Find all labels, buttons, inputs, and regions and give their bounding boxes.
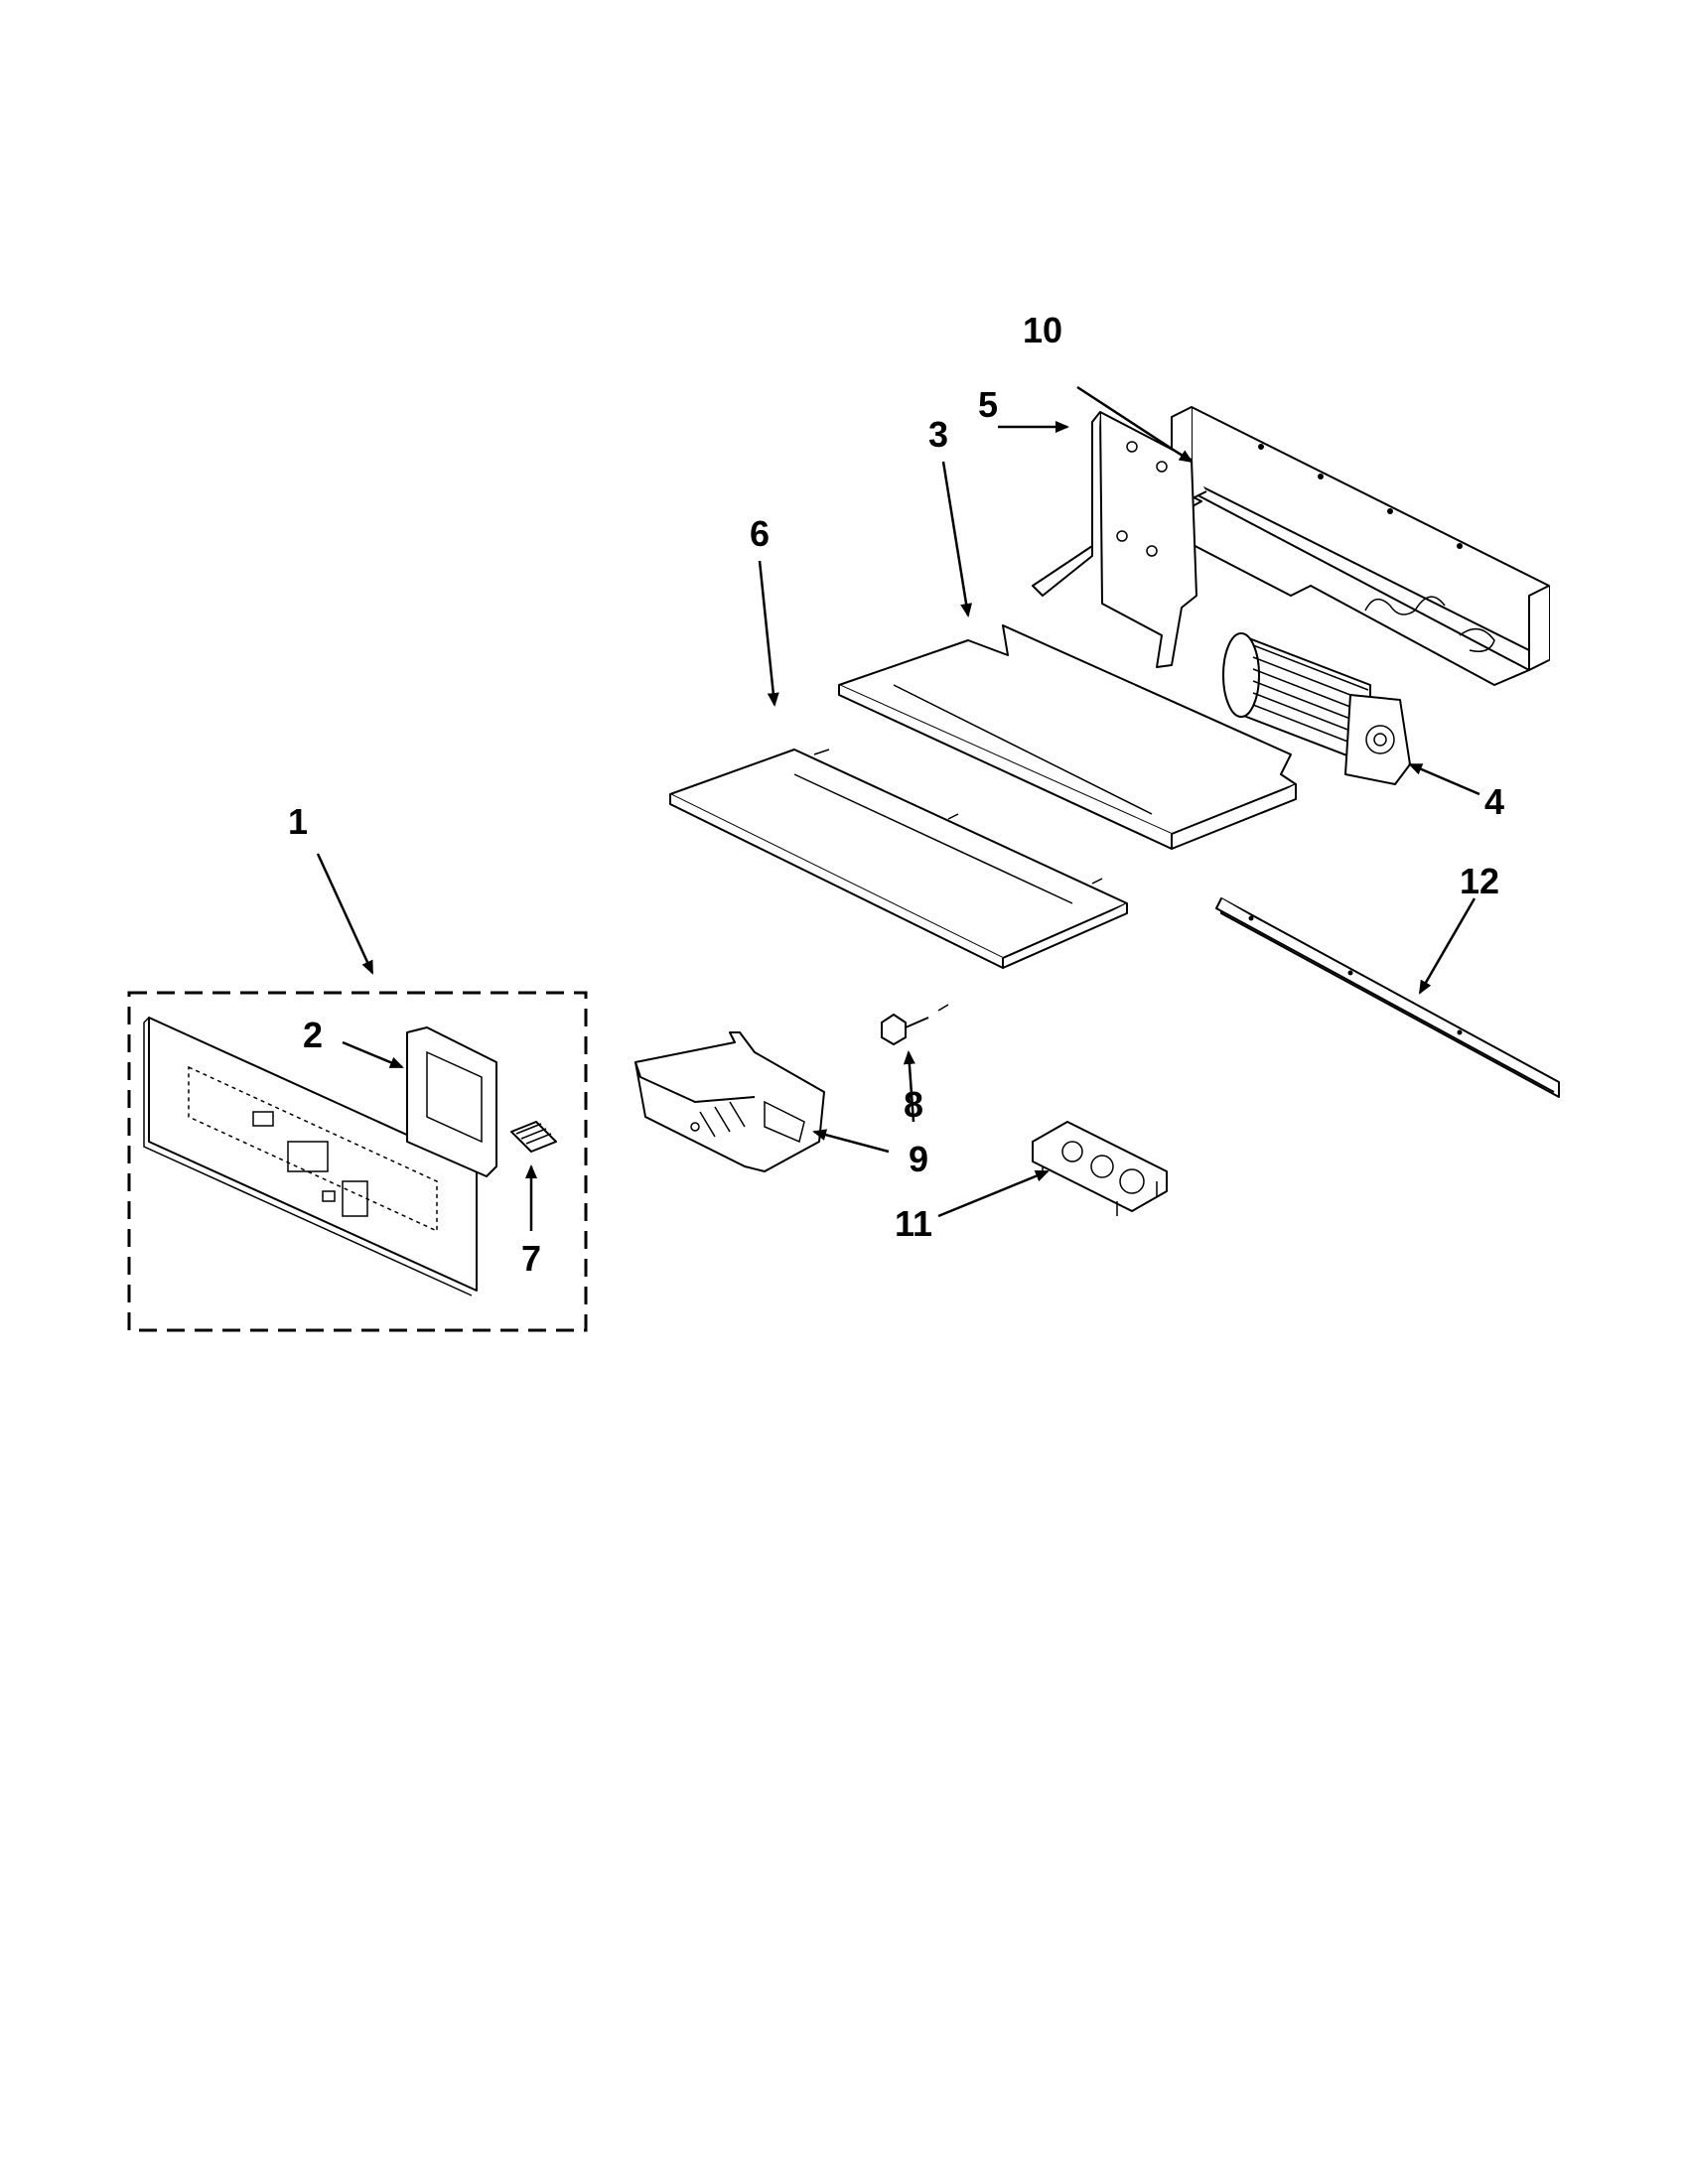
callout-8: 8	[904, 1084, 923, 1125]
part-5-bracket	[1032, 411, 1197, 668]
leader-11	[937, 1169, 1050, 1218]
part-10-bracket	[1156, 406, 1550, 686]
control-panel	[143, 1017, 478, 1297]
callout-5: 5	[978, 384, 998, 425]
part-6-panel	[669, 749, 1128, 969]
callout-12: 12	[1460, 861, 1499, 901]
leader-4	[1408, 762, 1480, 796]
callout-11: 11	[895, 1203, 932, 1244]
part-8-screw	[881, 1004, 949, 1045]
callout-2: 2	[303, 1015, 323, 1055]
part-7-connector	[510, 1121, 557, 1153]
leader-6	[758, 560, 779, 707]
leader-lines	[316, 385, 1480, 1231]
leader-12	[1418, 897, 1477, 995]
leader-9	[812, 1129, 890, 1154]
part-1-assembly-box	[127, 991, 588, 1332]
part-11-power-board	[1032, 1121, 1168, 1216]
callout-7: 7	[521, 1238, 541, 1279]
leader-2	[342, 1040, 404, 1069]
part-12-rail	[1215, 897, 1560, 1098]
callout-10: 10	[1023, 310, 1062, 350]
part-3-panel	[838, 624, 1297, 850]
part-4-blower-motor	[1222, 632, 1411, 785]
callout-1: 1	[288, 801, 308, 842]
leader-3	[941, 461, 973, 617]
callout-4: 4	[1484, 781, 1504, 822]
callout-6: 6	[750, 513, 770, 554]
callout-9: 9	[909, 1139, 928, 1179]
part-2-bracket	[406, 1026, 497, 1177]
leader-10	[1076, 385, 1194, 464]
callout-labels: 1 2 3 4 5 6 7 8 9 10 11 12	[288, 310, 1504, 1279]
part-9-board-housing	[634, 1031, 825, 1172]
callout-3: 3	[928, 414, 948, 455]
leader-8	[903, 1050, 915, 1123]
leader-1	[316, 853, 374, 975]
